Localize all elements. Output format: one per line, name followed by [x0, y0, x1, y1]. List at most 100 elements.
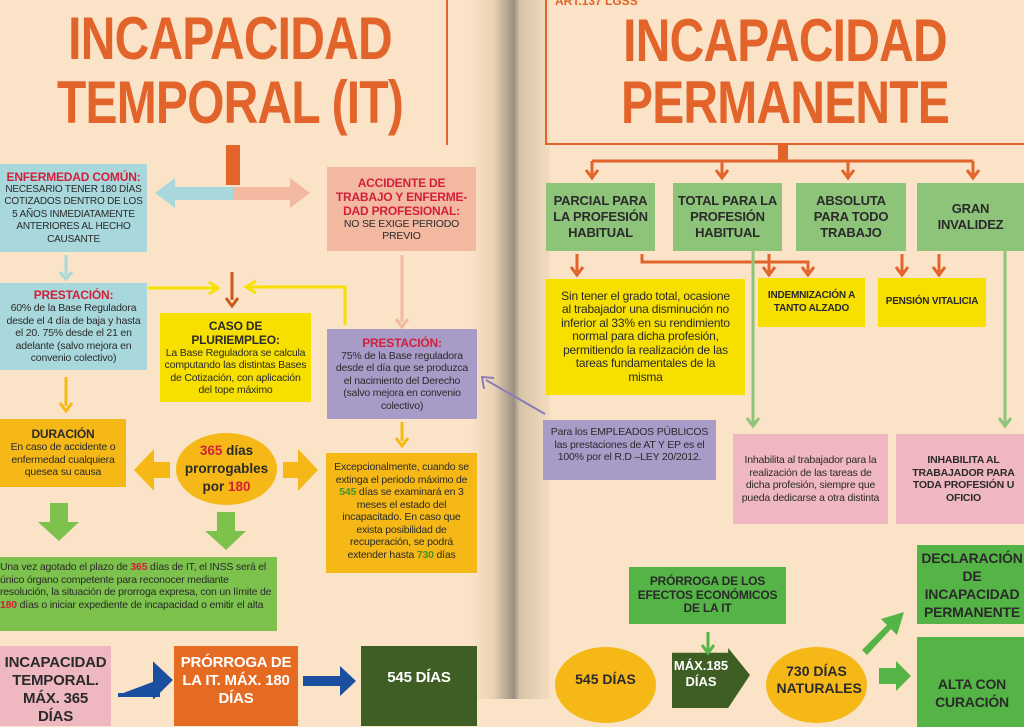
- left-title-frame: [0, 0, 448, 145]
- total-description: Inhabilita al trabajador para la realiza…: [733, 434, 888, 524]
- inss-text-c: días o iniciar expediente de incapacidad…: [16, 598, 264, 611]
- accidente-text: NO SE EXIGE PERIODO PREVIO: [343, 217, 460, 243]
- arrow-green-prorroga-down: [700, 632, 716, 656]
- double-arrow-blue-half: [155, 178, 233, 208]
- accidente-heading: ACCIDENTE DE TRABAJO Y ENFERME-DAD PROFE…: [335, 175, 468, 218]
- absoluta-description: INHABILITA AL TRABAJADOR PARA TODA PROFE…: [896, 434, 1024, 524]
- double-arrow-pink-half: [233, 178, 310, 208]
- connectors-layer: [38, 145, 1013, 699]
- arrow-navy-1: [118, 661, 173, 699]
- prorroga-efectos-box: PRÓRROGA DE LOS EFECTOS ECONÓMICOS DE LA…: [629, 567, 786, 624]
- prestacion-at-heading: PRESTACIÓN:: [362, 335, 442, 350]
- prestacion-comun-text: 60% de la Base Reguladora desde el 4 día…: [6, 302, 141, 365]
- pension-box: PENSIÓN VITALICIA: [878, 278, 986, 327]
- connector-to-pension: [894, 254, 947, 278]
- prestacion-at-text: 75% de la Base reguladora desde el día q…: [335, 349, 469, 412]
- 730-dias-ellipse-text: 730 DÍAS NATURALES: [776, 663, 862, 696]
- parcial-description-text: Sin tener el grado total, ocasione al tr…: [561, 288, 730, 384]
- green-line-gran-invalidez: [997, 251, 1013, 429]
- excepcional-text-a: Excepcionalmente, cuando se extinga el p…: [334, 461, 469, 486]
- inss-text-a: Una vez agotado el plazo de: [0, 561, 131, 573]
- duracion-box: DURACIÓN En caso de accidente o enfermed…: [0, 419, 126, 487]
- total-description-text: Inhabilita al trabajador para la realiza…: [741, 454, 880, 504]
- grade-absoluta: ABSOLUTA PARA TODO TRABAJO: [796, 183, 906, 251]
- 545-dias-text: 545 DÍAS: [387, 669, 451, 686]
- left-title-line2: TEMPORAL (IT): [56, 69, 404, 136]
- accidente-box: ACCIDENTE DE TRABAJO Y ENFERME-DAD PROFE…: [327, 167, 476, 251]
- arrow-green-right: [879, 661, 911, 691]
- page-gutter: [470, 0, 550, 699]
- inss-365: 365: [130, 561, 148, 573]
- right-title-stem: [778, 145, 788, 160]
- arrow-yellow-right-to-pluri: [243, 279, 347, 325]
- inss-text-b: días de IT, el INSS será el único órgano…: [0, 561, 272, 598]
- enfermedad-heading: ENFERMEDAD COMÚN:: [6, 169, 141, 184]
- ellipse-prorrogables: prorrogables: [184, 461, 269, 476]
- parcial-description: Sin tener el grado total, ocasione al tr…: [546, 279, 745, 395]
- arrow-amber-down-1: [58, 377, 74, 414]
- enfermedad-text: NECESARIO TENER 180 DÍAS COTIZADOS DENTR…: [4, 183, 143, 245]
- 545-dias-ellipse-text: 545 DÍAS: [575, 671, 636, 687]
- prorroga-efectos-text: PRÓRROGA DE LOS EFECTOS ECONÓMICOS DE LA…: [637, 574, 778, 616]
- ellipse-180: 180: [227, 479, 251, 494]
- empleados-publicos-text: Para los EMPLEADOS PÚBLICOS las prestaci…: [550, 426, 709, 463]
- grade-parcial: PARCIAL PARA LA PROFESIÓN HABITUAL: [546, 183, 655, 251]
- pension-text: PENSIÓN VITALICIA: [885, 296, 979, 308]
- green-line-total: [745, 251, 761, 429]
- arrow-navy-2: [303, 666, 356, 696]
- max-185-text: MÁX.185 DÍAS: [673, 658, 729, 689]
- arrow-amber-right: [283, 449, 318, 491]
- excepcional-text-b: días se examinará en 3 meses el estado d…: [342, 486, 464, 561]
- empleados-publicos-box: Para los EMPLEADOS PÚBLICOS las prestaci…: [543, 420, 716, 480]
- ellipse-por: por: [202, 479, 228, 494]
- arrow-green-down-2: [205, 512, 246, 550]
- absoluta-description-text: INHABILITA AL TRABAJADOR PARA TODA PROFE…: [912, 454, 1015, 504]
- declaracion-box: DECLARACIÓN DE INCAPACIDAD PERMANENTE: [917, 545, 1024, 624]
- grade-gran-invalidez-label: GRAN INVALIDEZ: [937, 201, 1004, 232]
- excepcional-box: Excepcionalmente, cuando se extinga el p…: [326, 453, 477, 573]
- arrow-parcial-down: [569, 254, 585, 278]
- arrow-green-down-1: [38, 503, 79, 541]
- indemnizacion-text: INDEMNIZACIÓN A TANTO ALZADO: [767, 290, 856, 314]
- declaracion-text: DECLARACIÓN DE INCAPACIDAD PERMANENTE: [921, 549, 1023, 620]
- prestacion-comun-heading: PRESTACIÓN:: [33, 288, 114, 303]
- pluriempleo-box: CASO DE PLURIEMPLEO: La Base Reguladora …: [160, 313, 311, 402]
- arrow-brown-down: [224, 272, 240, 309]
- inss-box: Una vez agotado el plazo de 365 días de …: [0, 557, 277, 631]
- enfermedad-comun-box: ENFERMEDAD COMÚN: NECESARIO TENER 180 DÍ…: [0, 164, 147, 252]
- duracion-heading: DURACIÓN: [31, 427, 95, 442]
- right-title-line1: INCAPACIDAD: [623, 7, 947, 74]
- ellipse-dias: días: [222, 443, 254, 458]
- 365-dias-ellipse: 365 días prorrogables por 180: [176, 433, 277, 505]
- left-title-stem: [226, 145, 240, 185]
- ellipse-365: 365: [199, 443, 223, 458]
- prestacion-comun-box: PRESTACIÓN: 60% de la Base Reguladora de…: [0, 283, 147, 370]
- purple-pointer-line: [480, 375, 546, 415]
- grade-gran-invalidez: GRAN INVALIDEZ: [917, 183, 1024, 251]
- arrow-pink-down: [394, 255, 410, 330]
- left-title-line1: INCAPACIDAD: [68, 5, 392, 72]
- excepcional-text-c: días: [433, 548, 456, 561]
- pluriempleo-text: La Base Reguladora se calcula computando…: [164, 346, 307, 397]
- arrow-green-diagonal: [862, 612, 904, 655]
- article-label: ART.137 LGSS: [555, 0, 638, 8]
- grade-total-label: TOTAL PARA LA PROFESIÓN HABITUAL: [677, 193, 778, 240]
- arrow-amber-left: [134, 449, 170, 491]
- arrow-blue-down: [58, 255, 74, 282]
- grade-parcial-label: PARCIAL PARA LA PROFESIÓN HABITUAL: [553, 193, 648, 240]
- inss-180: 180: [0, 598, 17, 611]
- duracion-text: En caso de accidente o enfermedad cualqu…: [10, 441, 116, 479]
- right-title-line2: PERMANENTE: [620, 69, 950, 136]
- grade-absoluta-label: ABSOLUTA PARA TODO TRABAJO: [813, 193, 889, 240]
- arrow-yellow-left-to-pluri: [148, 280, 221, 296]
- prestacion-at-box: PRESTACIÓN: 75% de la Base reguladora de…: [327, 329, 477, 419]
- excepcional-730: 730: [416, 548, 434, 561]
- arrow-amber-down-2: [394, 422, 410, 449]
- pluriempleo-heading: CASO DE PLURIEMPLEO:: [191, 318, 280, 347]
- grade-total: TOTAL PARA LA PROFESIÓN HABITUAL: [673, 183, 782, 251]
- right-title-frame: [545, 0, 1024, 145]
- indemnizacion-box: INDEMNIZACIÓN A TANTO ALZADO: [758, 278, 865, 327]
- branch-arrows: [584, 161, 981, 181]
- excepcional-545: 545: [339, 486, 357, 498]
- connector-to-indemnizacion: [640, 254, 816, 278]
